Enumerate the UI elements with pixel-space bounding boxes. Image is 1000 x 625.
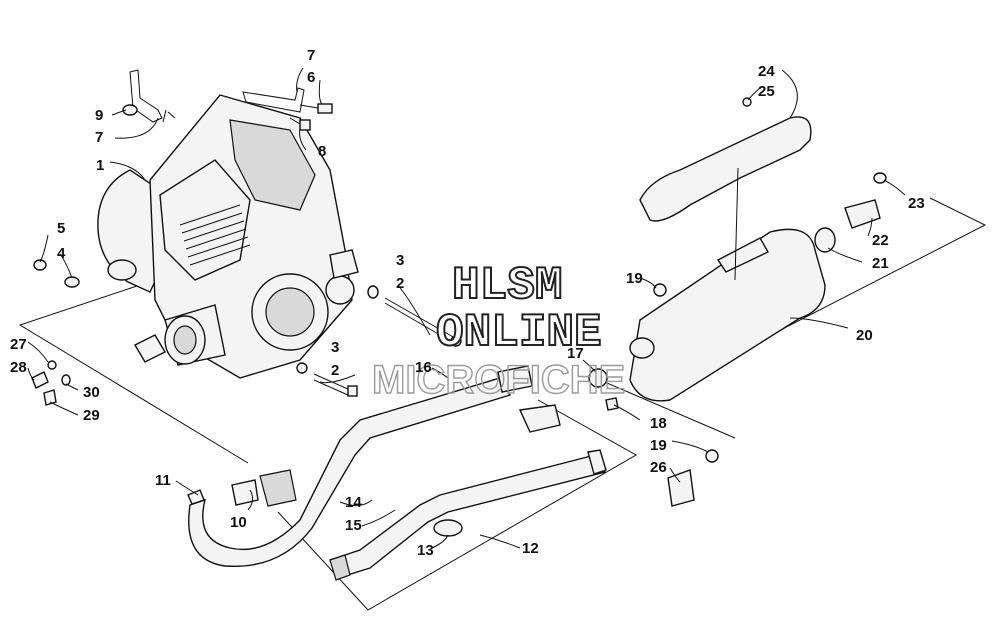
callout-23: 23 (908, 195, 925, 212)
callout-14: 14 (345, 494, 362, 511)
callout-17: 17 (567, 345, 584, 362)
callout-19-bottom: 19 (650, 437, 667, 454)
callout-11: 11 (155, 472, 171, 489)
callout-29: 29 (83, 407, 100, 424)
callout-30: 30 (83, 384, 100, 401)
callout-26: 26 (650, 459, 667, 476)
callout-9: 9 (95, 107, 103, 124)
callout-3-top: 3 (396, 252, 404, 269)
callout-12: 12 (522, 540, 539, 557)
callout-7-left: 7 (95, 129, 103, 146)
muffler (588, 228, 826, 411)
callout-24: 24 (758, 63, 775, 80)
mid-pipe (329, 404, 607, 581)
callout-16: 16 (415, 359, 432, 376)
callout-18: 18 (650, 415, 667, 432)
callout-5: 5 (57, 220, 65, 237)
callout-28: 28 (10, 359, 27, 376)
watermark-line-3: MICROFICHE (372, 358, 625, 402)
engine-assembly (97, 94, 359, 379)
callout-10: 10 (230, 514, 247, 531)
pipe-group-outline (277, 399, 638, 611)
callout-25: 25 (758, 83, 775, 100)
callout-19-top: 19 (626, 270, 643, 287)
watermark: HLSM ONLINE MICROFICHE (371, 259, 626, 403)
callout-1: 1 (96, 157, 104, 174)
callout-27: 27 (10, 336, 27, 353)
callout-2-bottom: 2 (331, 362, 339, 379)
callout-13: 13 (417, 542, 434, 559)
callout-15: 15 (345, 517, 362, 534)
watermark-line-2: ONLINE (436, 307, 602, 359)
heat-shield (639, 97, 812, 281)
muffler-mount-outline (599, 379, 736, 439)
header-pipe (187, 365, 533, 568)
watermark-line-1: HLSM (452, 260, 562, 312)
tailpipe-parts (653, 172, 887, 297)
callout-7-top: 7 (307, 47, 315, 64)
callout-3-bottom: 3 (331, 339, 339, 356)
callout-2-top: 2 (396, 275, 404, 292)
callout-21: 21 (872, 255, 889, 272)
callout-22: 22 (872, 232, 889, 249)
callout-labels: 1 2 2 3 3 4 5 6 7 7 8 9 10 11 12 13 14 1… (10, 47, 925, 559)
callout-4: 4 (57, 245, 66, 262)
callout-8: 8 (318, 143, 326, 160)
leader-lines (27, 67, 906, 549)
callout-20: 20 (856, 327, 873, 344)
callout-6: 6 (307, 69, 315, 86)
muffler-mount (667, 449, 719, 507)
